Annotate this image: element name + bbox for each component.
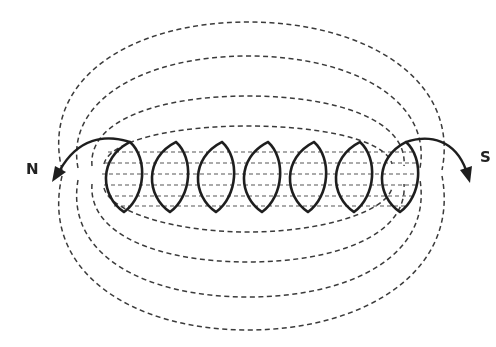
north-lead-wire bbox=[60, 138, 130, 170]
field-line-top-4 bbox=[104, 126, 392, 164]
north-arrowhead-icon bbox=[52, 166, 66, 182]
south-pole-label: S bbox=[480, 148, 491, 166]
field-lines-top bbox=[59, 22, 445, 170]
coil-loop-5 bbox=[290, 142, 326, 212]
field-line-top-2 bbox=[77, 56, 422, 168]
north-pole-label: N bbox=[26, 160, 39, 178]
coil-loop-7 bbox=[382, 142, 418, 212]
south-arrowhead-icon bbox=[460, 166, 472, 183]
north-lead-arrow bbox=[52, 138, 130, 182]
